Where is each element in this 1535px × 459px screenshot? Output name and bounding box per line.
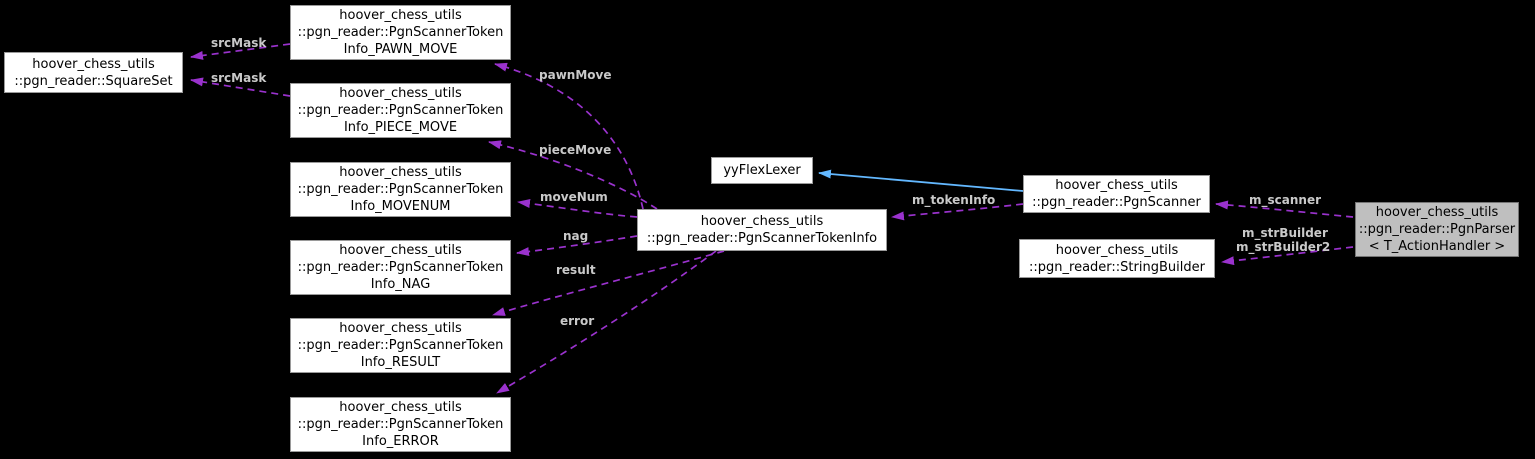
edge-error	[496, 250, 717, 394]
node-line: hoover_chess_utils	[339, 321, 462, 336]
node-stringbuilder[interactable]: hoover_chess_utils ::pgn_reader::StringB…	[1019, 239, 1215, 278]
node-line: ::pgn_reader::PgnScannerToken	[297, 338, 504, 353]
node-pgnparser-current: hoover_chess_utils ::pgn_reader::PgnPars…	[1355, 202, 1519, 257]
edge-label-nag: nag	[563, 229, 589, 243]
edge-srcmask-from-pawn-move	[190, 43, 291, 60]
node-line: Info_PAWN_MOVE	[343, 42, 458, 57]
edge-label-pawnmove: pawnMove	[539, 68, 612, 82]
node-line: ::pgn_reader::SquareSet	[14, 73, 173, 89]
edge-m-tokeninfo	[891, 203, 1024, 221]
node-line: ::pgn_reader::PgnScanner	[1032, 195, 1201, 210]
edge-label-piecemove: pieceMove	[539, 143, 612, 157]
node-line: hoover_chess_utils	[339, 400, 462, 415]
node-line: ::pgn_reader::PgnScannerTokenInfo	[646, 231, 878, 246]
node-pgnscannertokeninfo-pawn-move[interactable]: hoover_chess_utils ::pgn_reader::PgnScan…	[290, 5, 511, 60]
node-pgnscannertokeninfo[interactable]: hoover_chess_utils ::pgn_reader::PgnScan…	[637, 209, 887, 251]
node-line: hoover_chess_utils	[1375, 205, 1499, 220]
node-yyflexlexer[interactable]: yyFlexLexer	[711, 157, 813, 184]
edge-label-srcmask-piece: srcMask	[211, 71, 267, 85]
node-line: < T_ActionHandler >	[1368, 239, 1506, 254]
edge-m-scanner	[1215, 200, 1354, 218]
node-line: hoover_chess_utils	[339, 243, 462, 258]
node-line: ::pgn_reader::PgnScannerToken	[297, 182, 504, 197]
node-line: hoover_chess_utils	[339, 8, 462, 23]
node-pgnscannertokeninfo-error[interactable]: hoover_chess_utils ::pgn_reader::PgnScan…	[290, 397, 511, 452]
node-squareset[interactable]: hoover_chess_utils ::pgn_reader::SquareS…	[4, 52, 183, 93]
node-line: Info_RESULT	[360, 355, 441, 370]
node-line: hoover_chess_utils	[1055, 242, 1179, 258]
node-line: Info_PIECE_MOVE	[343, 120, 458, 135]
node-line: hoover_chess_utils	[1055, 178, 1178, 193]
node-line: ::pgn_reader::PgnParser	[1358, 222, 1516, 237]
edge-label-movenum: moveNum	[540, 190, 608, 204]
node-line: yyFlexLexer	[723, 163, 801, 178]
edge-label-m-tokeninfo: m_tokenInfo	[912, 193, 996, 207]
node-pgnscannertokeninfo-movenum[interactable]: hoover_chess_utils ::pgn_reader::PgnScan…	[290, 162, 511, 217]
edge-movenum	[517, 199, 638, 218]
node-line: Info_MOVENUM	[350, 199, 451, 214]
edge-pawnmove	[494, 62, 644, 210]
node-line: ::pgn_reader::PgnScannerToken	[297, 417, 504, 432]
edge-nag	[516, 235, 638, 257]
edge-inheritance-yyflexlexer	[818, 169, 1024, 192]
node-line: ::pgn_reader::PgnScannerToken	[297, 260, 504, 275]
node-pgnscannertokeninfo-nag[interactable]: hoover_chess_utils ::pgn_reader::PgnScan…	[290, 240, 511, 295]
node-line: ::pgn_reader::PgnScannerToken	[297, 25, 504, 40]
node-line: hoover_chess_utils	[32, 56, 155, 72]
edge-label-m-strbuilder2: m_strBuilder2	[1236, 240, 1331, 254]
node-line: ::pgn_reader::PgnScannerToken	[297, 103, 504, 118]
edge-label-m-strbuilder: m_strBuilder	[1242, 226, 1328, 240]
node-pgnscannertokeninfo-result[interactable]: hoover_chess_utils ::pgn_reader::PgnScan…	[290, 318, 511, 373]
node-line: hoover_chess_utils	[339, 86, 462, 101]
edge-label-error: error	[560, 314, 595, 328]
edge-srcmask-from-piece-move	[190, 77, 291, 97]
node-line: hoover_chess_utils	[700, 214, 824, 229]
node-line: Info_NAG	[370, 277, 431, 292]
node-pgnscannertokeninfo-piece-move[interactable]: hoover_chess_utils ::pgn_reader::PgnScan…	[290, 83, 511, 138]
node-pgnscanner[interactable]: hoover_chess_utils ::pgn_reader::PgnScan…	[1023, 175, 1210, 213]
node-line: hoover_chess_utils	[339, 165, 462, 180]
edge-label-result: result	[556, 263, 596, 277]
node-line: ::pgn_reader::StringBuilder	[1029, 259, 1205, 275]
edge-m-strbuilder	[1221, 246, 1354, 266]
edge-label-m-scanner: m_scanner	[1249, 193, 1321, 207]
edge-label-srcmask-pawn: srcMask	[211, 36, 267, 50]
edge-piecemove	[488, 140, 658, 210]
node-line: Info_ERROR	[362, 434, 439, 449]
edge-result	[492, 250, 725, 316]
